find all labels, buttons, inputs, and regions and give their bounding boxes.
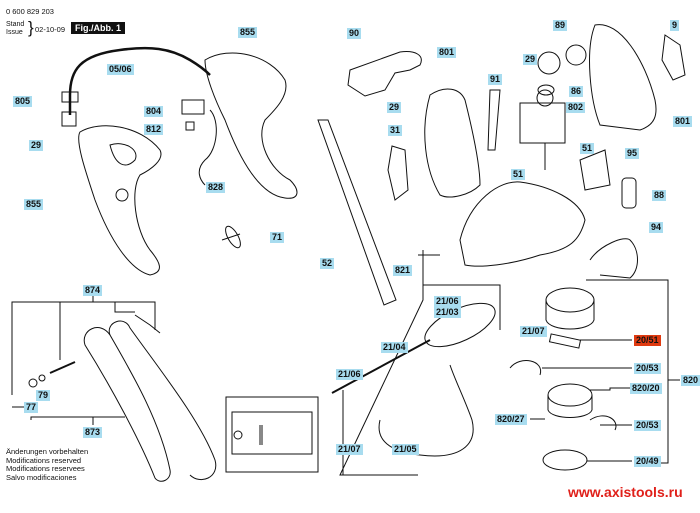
- part-label-86[interactable]: 86: [569, 86, 584, 97]
- bow-handle: [589, 238, 638, 279]
- part-label-20-53[interactable]: 20/53: [634, 363, 661, 374]
- part-label-21-03[interactable]: 21/03: [434, 307, 461, 318]
- figure-title: Fig./Abb. 1: [71, 22, 125, 34]
- motor: [519, 89, 566, 170]
- power-cord: [61, 46, 211, 127]
- part-label-801[interactable]: 801: [673, 116, 693, 127]
- part-label-820-27[interactable]: 820/27: [495, 414, 527, 425]
- part-label-820[interactable]: 820: [681, 375, 700, 386]
- part-label-9[interactable]: 9: [670, 20, 680, 31]
- issue-date: 02-10-09: [35, 25, 66, 34]
- part-label-91[interactable]: 91: [488, 74, 503, 85]
- part-label-804[interactable]: 804: [144, 106, 164, 117]
- part-label-88[interactable]: 88: [652, 190, 667, 201]
- ring: [537, 84, 555, 96]
- part-label-21-07[interactable]: 21/07: [520, 326, 547, 337]
- part-label-812[interactable]: 812: [144, 124, 164, 135]
- motor-housing-right: [589, 24, 657, 131]
- fan: [537, 44, 587, 75]
- part-label-802[interactable]: 802: [566, 102, 586, 113]
- part-label-31[interactable]: 31: [388, 125, 403, 136]
- part-label-855[interactable]: 855: [238, 27, 258, 38]
- spool-assembly: [509, 287, 617, 471]
- document-number: 0 600 829 203: [6, 7, 54, 16]
- circuit-diagram: [225, 396, 319, 473]
- part-label-51[interactable]: 51: [511, 169, 526, 180]
- part-label-873[interactable]: 873: [83, 427, 103, 438]
- guard: [459, 181, 586, 267]
- shaft: [331, 339, 431, 394]
- part-label-51[interactable]: 51: [580, 143, 595, 154]
- plate-9: [661, 34, 686, 81]
- watermark-link[interactable]: www.axistools.ru: [568, 484, 683, 500]
- handle-housing-left: [78, 125, 162, 276]
- part-label-805[interactable]: 805: [13, 96, 33, 107]
- footer-note: Salvo modificaciones: [6, 472, 77, 482]
- key: [221, 225, 241, 249]
- part-label-52[interactable]: 52: [320, 258, 335, 269]
- stand-label: Stand: [6, 21, 25, 28]
- filter: [579, 149, 637, 209]
- footer-notes: Änderungen vorbehalten Modifications res…: [6, 447, 89, 482]
- part-label-95[interactable]: 95: [625, 148, 640, 159]
- part-label-21-05[interactable]: 21/05: [392, 444, 419, 455]
- leader-lines: [339, 250, 680, 476]
- footer-note: Änderungen vorbehalten: [6, 447, 89, 456]
- plate-31: [387, 145, 409, 201]
- part-label-20-53[interactable]: 20/53: [634, 420, 661, 431]
- part-label-77[interactable]: 77: [24, 402, 39, 413]
- lever: [487, 89, 501, 151]
- footer-note: Modifications reservees: [6, 464, 85, 473]
- auxiliary-handle: [28, 314, 217, 482]
- part-label-29[interactable]: 29: [29, 140, 44, 151]
- part-label-821[interactable]: 821: [393, 265, 413, 276]
- part-label-20-51-highlighted[interactable]: 20/51: [634, 335, 661, 346]
- part-label-828[interactable]: 828: [206, 182, 226, 193]
- part-label-29[interactable]: 29: [387, 102, 402, 113]
- bracket-lines: [11, 295, 156, 425]
- part-label-820-20[interactable]: 820/20: [630, 383, 662, 394]
- part-label-71[interactable]: 71: [270, 232, 285, 243]
- part-label-21-07[interactable]: 21/07: [336, 444, 363, 455]
- part-label-79[interactable]: 79: [36, 390, 51, 401]
- issue-label: Issue: [6, 29, 23, 36]
- part-label-94[interactable]: 94: [649, 222, 664, 233]
- handle-housing-right: [204, 52, 298, 199]
- switch: [181, 99, 217, 186]
- part-label-90[interactable]: 90: [347, 28, 362, 39]
- cover: [347, 51, 422, 97]
- part-label-21-06[interactable]: 21/06: [434, 296, 461, 307]
- footer-note: Modifications reserved: [6, 455, 82, 465]
- part-label-21-04[interactable]: 21/04: [381, 342, 408, 353]
- part-label-89[interactable]: 89: [553, 20, 568, 31]
- motor-housing-left: [424, 88, 481, 198]
- part-label-874[interactable]: 874: [83, 285, 103, 296]
- tube: [317, 119, 397, 306]
- brace: }: [28, 18, 34, 37]
- part-label-855[interactable]: 855: [24, 199, 44, 210]
- part-label-05-06[interactable]: 05/06: [107, 64, 134, 75]
- part-label-29[interactable]: 29: [523, 54, 538, 65]
- part-label-20-49[interactable]: 20/49: [634, 456, 661, 467]
- wire-bracket: [378, 364, 474, 457]
- part-label-801[interactable]: 801: [437, 47, 457, 58]
- part-label-21-06[interactable]: 21/06: [336, 369, 363, 380]
